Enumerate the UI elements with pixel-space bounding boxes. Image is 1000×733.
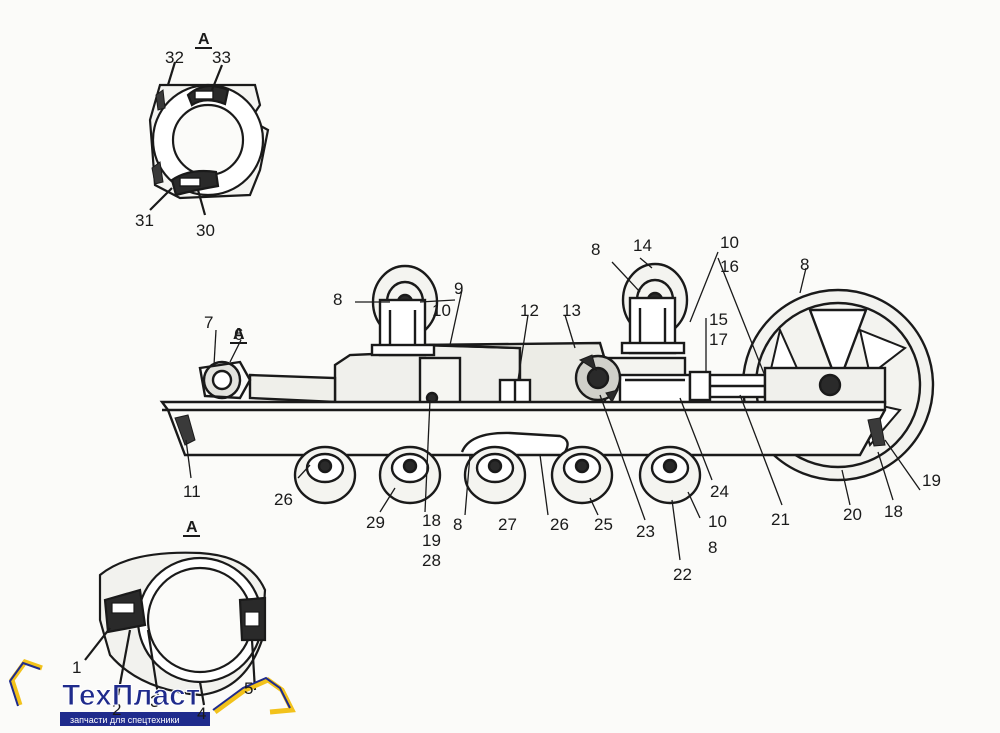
- logo-name: ТехПласт: [62, 679, 201, 712]
- detail-view-a-top: [148, 61, 270, 216]
- callout-main-10: 10: [708, 512, 727, 531]
- callout-main-8: 8: [800, 255, 809, 274]
- callout-top-32: 32: [165, 48, 184, 67]
- track-roller-5: [638, 445, 702, 505]
- callout-main-27: 27: [498, 515, 517, 534]
- view-mark-bottom: A: [186, 519, 198, 536]
- callout-main-23: 23: [636, 522, 655, 541]
- callout-top-30: 30: [196, 221, 215, 240]
- callout-main-29: 29: [366, 513, 385, 532]
- callout-main-15: 15: [709, 310, 728, 329]
- callout-main-19: 19: [922, 471, 941, 490]
- view-mark-top: A: [198, 31, 210, 48]
- callout-bottom-4: 4: [197, 704, 206, 723]
- carrier-roller-right: [620, 262, 689, 355]
- callout-main-14: 14: [633, 236, 652, 255]
- track-frame-beam: [159, 400, 887, 457]
- callout-main-9: 9: [454, 279, 463, 298]
- callout-main-18: 18: [422, 511, 441, 530]
- detail-view-a-bottom: [84, 551, 267, 706]
- track-frame-assembly: [159, 251, 935, 561]
- logo-tagline: запчасти для спецтехники: [70, 715, 180, 725]
- carrier-roller-left: [370, 264, 439, 357]
- callout-main-19: 19: [422, 531, 441, 550]
- track-roller-2: [378, 445, 442, 505]
- callout-main-8: 8: [591, 240, 600, 259]
- callout-bottom-2: 2: [112, 700, 121, 719]
- callout-main-20: 20: [843, 505, 862, 524]
- callout-top-31: 31: [135, 211, 154, 230]
- callout-main-25: 25: [594, 515, 613, 534]
- callout-bottom-3: 3: [150, 692, 159, 711]
- callout-main-13: 13: [562, 301, 581, 320]
- callout-main-28: 28: [422, 551, 441, 570]
- callout-main-18: 18: [884, 502, 903, 521]
- callout-main-16: 16: [720, 257, 739, 276]
- callout-main-10: 10: [720, 233, 739, 252]
- callout-main-7: 7: [204, 313, 213, 332]
- track-roller-4: [550, 445, 614, 505]
- callout-main-6: 6: [234, 325, 243, 344]
- callout-main-10: 10: [432, 301, 451, 320]
- callout-main-26: 26: [274, 490, 293, 509]
- leader-lines: [185, 251, 921, 561]
- callout-main-11: 11: [183, 482, 201, 501]
- callout-bottom-1: 1: [72, 658, 81, 677]
- brand-logo: [8, 659, 296, 726]
- callout-main-8: 8: [453, 515, 462, 534]
- callout-main-22: 22: [673, 565, 692, 584]
- track-roller-3: [463, 445, 527, 505]
- callout-bottom-5: 5: [244, 679, 253, 698]
- view-mark-main: A: [233, 326, 245, 343]
- callout-main-8: 8: [708, 538, 717, 557]
- upper-chassis: [198, 341, 887, 407]
- track-roller-1: [293, 445, 357, 505]
- excavator-icon: [8, 659, 296, 715]
- callout-main-26: 26: [550, 515, 569, 534]
- recoil-hub: [574, 354, 622, 403]
- callout-main-24: 24: [710, 482, 729, 501]
- callout-main-12: 12: [520, 301, 539, 320]
- callout-top-33: 33: [212, 48, 231, 67]
- callout-main-17: 17: [709, 330, 728, 349]
- callout-main-8: 8: [333, 290, 342, 309]
- callout-main-21: 21: [771, 510, 790, 529]
- logo-tag-bar: [60, 712, 210, 726]
